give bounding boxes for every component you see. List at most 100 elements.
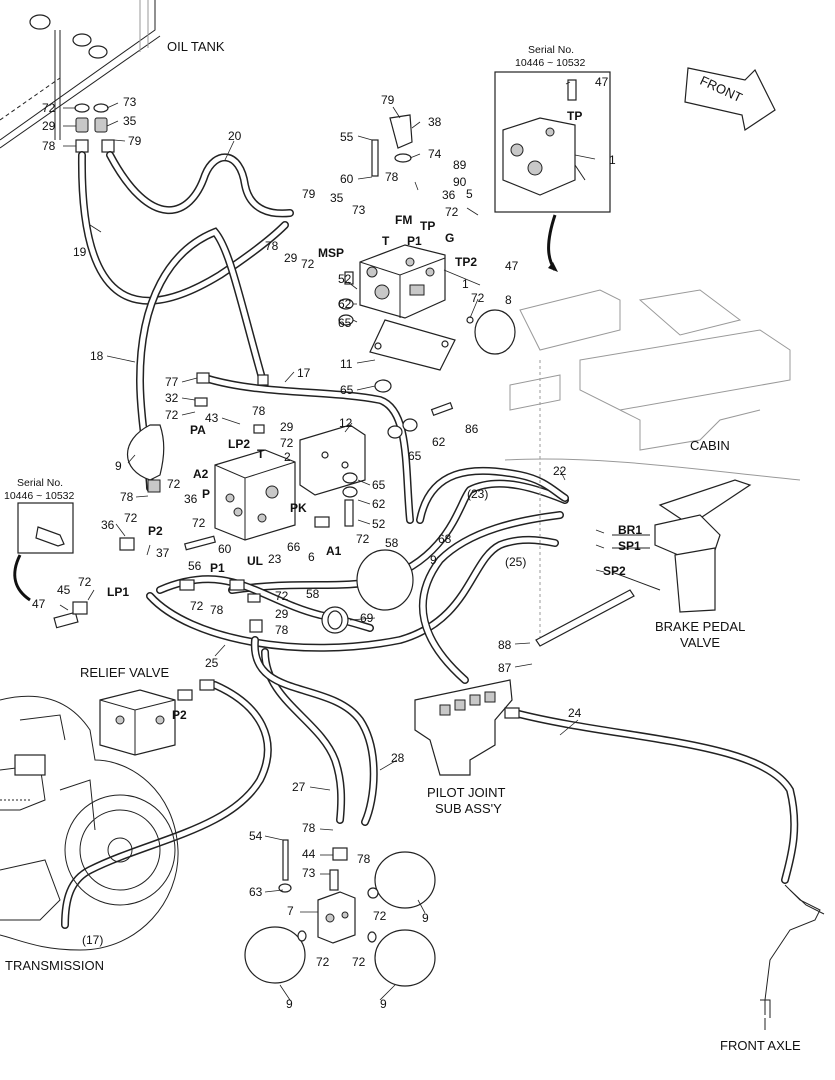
callout: 47 bbox=[32, 597, 46, 611]
bottom-valve-7 bbox=[244, 839, 436, 987]
callout: 9 bbox=[286, 997, 293, 1011]
callout: 17 bbox=[297, 366, 311, 380]
callout: 78 bbox=[302, 821, 316, 835]
callout: 62 bbox=[338, 297, 352, 311]
callout: 19 bbox=[73, 245, 87, 259]
brake-pedal-valve bbox=[611, 479, 752, 613]
callout: 18 bbox=[90, 349, 104, 363]
callout: 9 bbox=[115, 459, 122, 473]
port-p: P bbox=[202, 487, 210, 501]
callout: 66 bbox=[287, 540, 301, 554]
callout: 72 bbox=[356, 532, 370, 546]
callout: 78 bbox=[210, 603, 224, 617]
callout: 20 bbox=[228, 129, 242, 143]
callout: 72 bbox=[373, 909, 387, 923]
cabin-label: CABIN bbox=[690, 438, 730, 453]
callout: 78 bbox=[357, 852, 371, 866]
callout: 72 bbox=[471, 291, 485, 305]
serial-label-left: Serial No. bbox=[17, 477, 63, 489]
callout: 5 bbox=[466, 187, 473, 201]
pilot-joint-sub-assy bbox=[414, 679, 520, 776]
callout: 88 bbox=[498, 638, 512, 652]
callout: 54 bbox=[249, 829, 263, 843]
callout: 22 bbox=[553, 464, 567, 478]
port-fm: FM bbox=[395, 213, 412, 227]
callout: 35 bbox=[123, 114, 137, 128]
tank-fittings bbox=[74, 103, 115, 153]
callout: 58 bbox=[385, 536, 399, 550]
callout: 6 bbox=[308, 550, 315, 564]
callout: 36 bbox=[442, 188, 456, 202]
front-axle-label: FRONT AXLE bbox=[720, 1038, 801, 1053]
callout: 52 bbox=[372, 517, 386, 531]
callout: 38 bbox=[428, 115, 442, 129]
callout: 9 bbox=[430, 553, 437, 567]
callout: 23 bbox=[268, 552, 282, 566]
port-labels: TP FM TP P1 T MSP G TP2 PA LP2 T A2 P PK… bbox=[107, 109, 642, 722]
port-g: G bbox=[445, 231, 454, 245]
callout: 7 bbox=[287, 904, 294, 918]
callout: 9 bbox=[422, 911, 429, 925]
port-tp-top: TP bbox=[567, 109, 582, 123]
callout: 78 bbox=[265, 239, 279, 253]
port-sp2: SP2 bbox=[603, 564, 626, 578]
callout: 74 bbox=[428, 147, 442, 161]
leader-lines bbox=[59, 81, 605, 1001]
callout: 78 bbox=[252, 404, 266, 418]
serial-label-top: Serial No. bbox=[528, 44, 574, 56]
port-pa: PA bbox=[190, 423, 206, 437]
serial-range-top: 10446 ~ 10532 bbox=[515, 57, 586, 69]
callout: 1 bbox=[609, 153, 616, 167]
callout: 72 bbox=[165, 408, 179, 422]
center-valve-block-2 bbox=[53, 372, 454, 633]
callout: 63 bbox=[249, 885, 263, 899]
oil-tank-label: OIL TANK bbox=[167, 39, 225, 54]
port-p1: P1 bbox=[210, 561, 225, 575]
callout: 79 bbox=[302, 187, 316, 201]
callout: 35 bbox=[330, 191, 344, 205]
callout: 29 bbox=[275, 607, 289, 621]
transmission bbox=[0, 695, 179, 951]
port-p1-top: P1 bbox=[407, 234, 422, 248]
callout: 78 bbox=[385, 170, 399, 184]
callout: 29 bbox=[284, 251, 298, 265]
callout: 28 bbox=[391, 751, 405, 765]
callout: 72 bbox=[352, 955, 366, 969]
callout: 78 bbox=[120, 490, 134, 504]
callout: 86 bbox=[465, 422, 479, 436]
callout: (25) bbox=[505, 555, 526, 569]
port-pk: PK bbox=[290, 501, 307, 515]
front-arrow bbox=[684, 67, 776, 131]
cabin-outline bbox=[504, 289, 801, 640]
callout: 25 bbox=[205, 656, 219, 670]
callout: 37 bbox=[156, 546, 170, 560]
relief-valve-label: RELIEF VALVE bbox=[80, 665, 169, 680]
serial-box-left bbox=[17, 502, 74, 554]
callout: 79 bbox=[381, 93, 395, 107]
port-t-mid: T bbox=[257, 447, 265, 461]
callout: 36 bbox=[101, 518, 115, 532]
callout: 72 bbox=[78, 575, 92, 589]
callout: 68 bbox=[438, 532, 452, 546]
port-lp2: LP2 bbox=[228, 437, 250, 451]
callout: 2 bbox=[284, 450, 291, 464]
callout: 72 bbox=[445, 205, 459, 219]
callout: 72 bbox=[167, 477, 181, 491]
callout: 52 bbox=[338, 272, 352, 286]
callout: 44 bbox=[302, 847, 316, 861]
brake-pedal-label-2: VALVE bbox=[680, 635, 720, 650]
callout: 29 bbox=[280, 420, 294, 434]
callout: 72 bbox=[190, 599, 204, 613]
callout: 1 bbox=[462, 277, 469, 291]
port-tp: TP bbox=[420, 219, 435, 233]
serial-box-top bbox=[494, 71, 611, 213]
callout: 65 bbox=[338, 316, 352, 330]
port-a1: A1 bbox=[326, 544, 342, 558]
callout: 72 bbox=[275, 589, 289, 603]
callout: 72 bbox=[280, 436, 294, 450]
port-br1: BR1 bbox=[618, 523, 642, 537]
callout: 72 bbox=[316, 955, 330, 969]
callout: 79 bbox=[128, 134, 142, 148]
port-msp: MSP bbox=[318, 246, 344, 260]
callout: 89 bbox=[453, 158, 467, 172]
